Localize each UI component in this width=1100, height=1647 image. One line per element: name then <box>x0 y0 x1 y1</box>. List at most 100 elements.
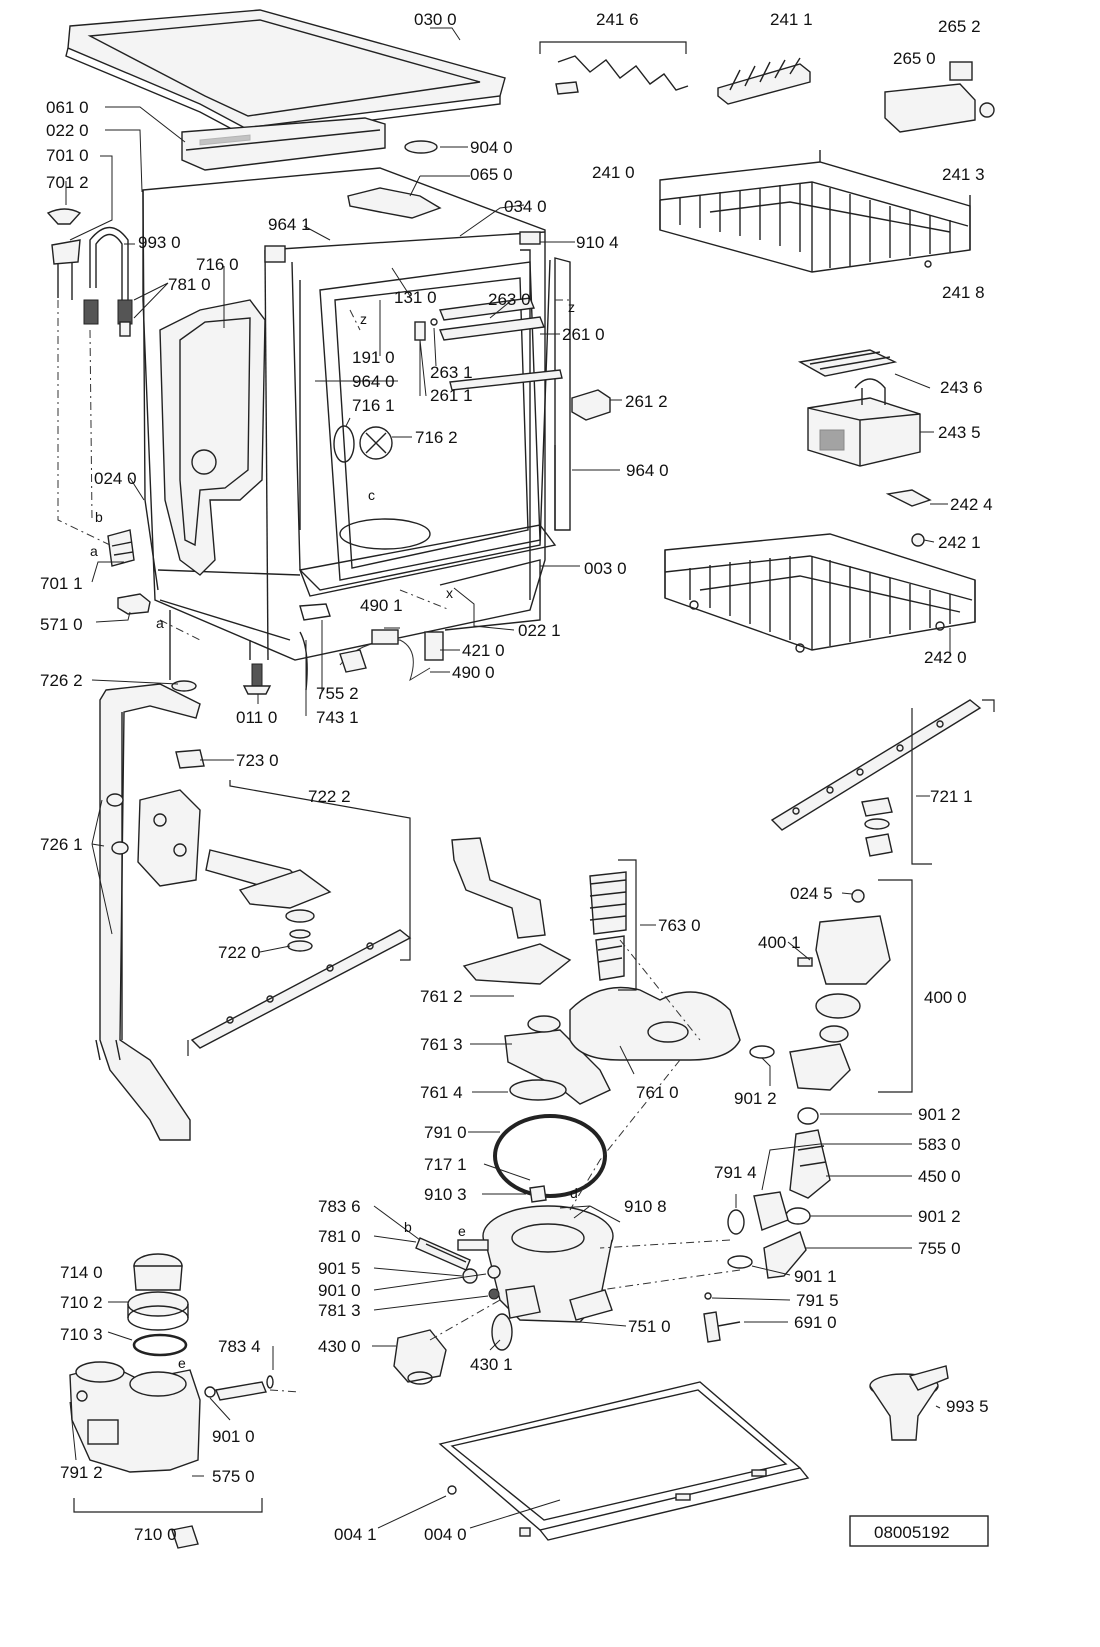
label-265-2: 265 2 <box>938 17 981 36</box>
upper-spray-arm <box>770 699 982 857</box>
label-901-2-a: 901 2 <box>734 1089 777 1108</box>
label-763-0: 763 0 <box>658 916 701 935</box>
label-710-0: 710 0 <box>134 1525 177 1544</box>
label-263-1: 263 1 <box>430 363 473 382</box>
label-242-4: 242 4 <box>950 495 993 514</box>
aquastop-valve <box>107 529 135 567</box>
basket-clip <box>885 489 932 507</box>
label-901-0-a: 901 0 <box>318 1281 361 1300</box>
letter-d: d <box>570 1185 578 1201</box>
label-691-0: 691 0 <box>794 1313 837 1332</box>
lower-basket <box>664 533 976 653</box>
sump-cover-part <box>462 943 572 985</box>
label-024-5: 024 5 <box>790 884 833 903</box>
filter-set <box>589 871 627 981</box>
label-241-0: 241 0 <box>592 163 635 182</box>
label-265-0: 265 0 <box>893 49 936 68</box>
letter-a-2: a <box>156 615 164 631</box>
cup-shelf <box>717 63 811 105</box>
label-781-0-bottom: 781 0 <box>318 1227 361 1246</box>
label-783-6: 783 6 <box>318 1197 361 1216</box>
label-024-0: 024 0 <box>94 469 137 488</box>
salt-sensor-part <box>347 187 442 219</box>
label-761-3: 761 3 <box>420 1035 463 1054</box>
label-716-1: 716 1 <box>352 396 395 415</box>
spray-arm-nut <box>175 749 205 769</box>
label-722-0: 722 0 <box>218 943 261 962</box>
label-993-5: 993 5 <box>946 1397 989 1416</box>
label-242-1: 242 1 <box>938 533 981 552</box>
label-791-2: 791 2 <box>60 1463 103 1482</box>
label-904-0: 904 0 <box>470 138 513 157</box>
filter-seal <box>509 1079 567 1101</box>
label-722-2: 722 2 <box>308 787 351 806</box>
label-791-4: 791 4 <box>714 1163 757 1182</box>
label-910-3: 910 3 <box>424 1185 467 1204</box>
hose-connector <box>215 1381 267 1401</box>
label-261-1: 261 1 <box>430 386 473 405</box>
pump-hose <box>763 1231 807 1279</box>
letter-x: x <box>446 585 453 601</box>
connection-letters: a b a x z z c b e d e <box>90 299 578 1371</box>
letter-a-1: a <box>90 543 98 559</box>
label-710-3: 710 3 <box>60 1325 103 1344</box>
leader-lines <box>65 27 951 1529</box>
drain-pump <box>393 1313 513 1385</box>
label-241-8: 241 8 <box>942 283 985 302</box>
letter-e-1: e <box>458 1223 466 1239</box>
label-022-0: 022 0 <box>46 121 89 140</box>
sensor-ring <box>704 1292 712 1300</box>
label-004-1: 004 1 <box>334 1525 377 1544</box>
label-726-1: 726 1 <box>40 835 83 854</box>
label-571-0: 571 0 <box>40 615 83 634</box>
lower-spray-arm-assembly <box>137 789 412 1049</box>
sump-body <box>482 1205 614 1323</box>
upper-basket <box>659 150 971 273</box>
label-901-0-b: 901 0 <box>212 1427 255 1446</box>
letter-z-1: z <box>360 311 367 327</box>
label-131-0: 131 0 <box>394 288 437 307</box>
label-721-1: 721 1 <box>930 787 973 806</box>
label-263-0: 263 0 <box>488 290 531 309</box>
tap-washer <box>46 208 82 225</box>
letter-e-2: e <box>178 1355 186 1371</box>
letter-c: c <box>368 487 375 503</box>
label-710-2: 710 2 <box>60 1293 103 1312</box>
supply-tube <box>95 680 201 1141</box>
label-791-5: 791 5 <box>796 1291 839 1310</box>
cap-part <box>404 140 438 154</box>
spacer <box>457 1239 489 1251</box>
thermo-sensor <box>703 1311 721 1343</box>
label-065-0: 065 0 <box>470 165 513 184</box>
rail-bracket <box>571 389 611 421</box>
label-243-6: 243 6 <box>940 378 983 397</box>
label-242-0: 242 0 <box>924 648 967 667</box>
label-717-1: 717 1 <box>424 1155 467 1174</box>
label-004-0: 004 0 <box>424 1525 467 1544</box>
label-701-0: 701 0 <box>46 146 89 165</box>
label-430-1: 430 1 <box>470 1355 513 1374</box>
label-751-0: 751 0 <box>628 1317 671 1336</box>
label-964-0-right: 964 0 <box>626 461 669 480</box>
label-400-0: 400 0 <box>924 988 967 1007</box>
label-716-0: 716 0 <box>196 255 239 274</box>
label-901-2-c: 901 2 <box>918 1207 961 1226</box>
label-191-0: 191 0 <box>352 348 395 367</box>
adjustable-foot <box>242 663 272 695</box>
label-726-2: 726 2 <box>40 671 83 690</box>
label-575-0: 575 0 <box>212 1467 255 1486</box>
label-755-2: 755 2 <box>316 684 359 703</box>
label-743-1: 743 1 <box>316 708 359 727</box>
basket-wheel <box>911 533 925 547</box>
salt-funnel <box>869 1365 949 1441</box>
label-964-1-top: 964 1 <box>268 215 311 234</box>
label-964-0-mid: 964 0 <box>352 372 395 391</box>
label-003-0: 003 0 <box>584 559 627 578</box>
label-761-4: 761 4 <box>420 1083 463 1102</box>
drain-hose-clip <box>299 603 331 621</box>
label-761-2: 761 2 <box>420 987 463 1006</box>
label-761-0: 761 0 <box>636 1083 679 1102</box>
label-781-0-top: 781 0 <box>168 275 211 294</box>
label-910-4: 910 4 <box>576 233 619 252</box>
